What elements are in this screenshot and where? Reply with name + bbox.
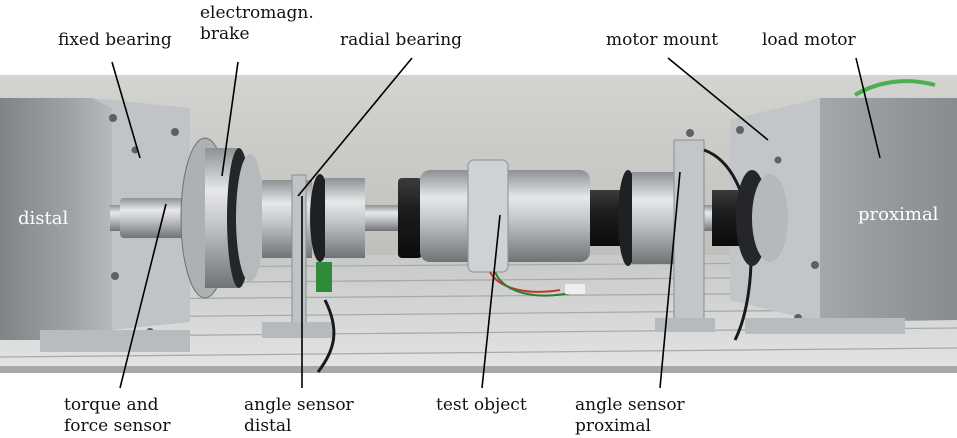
distal-block bbox=[0, 98, 112, 340]
label-angle-sensor-proximal-line1: angle sensor bbox=[575, 395, 685, 415]
test-object-connector bbox=[565, 284, 585, 294]
torque-force-sensor-body bbox=[120, 198, 190, 238]
proximal-coupling-body bbox=[632, 172, 676, 264]
motor-mount-base bbox=[655, 318, 715, 332]
label-angle-sensor-proximal-line2: proximal bbox=[575, 416, 651, 436]
label-electromagn-brake-line1: electromagn. bbox=[200, 3, 314, 23]
angle-sensor-distal-body bbox=[325, 178, 365, 258]
label-load-motor: load motor bbox=[762, 30, 856, 50]
load-motor-flange bbox=[752, 174, 788, 262]
test-object-collar bbox=[467, 159, 509, 273]
label-proximal: proximal bbox=[858, 204, 939, 225]
leader-load-motor bbox=[855, 57, 881, 159]
label-motor-mount: motor mount bbox=[606, 30, 719, 50]
label-angle-sensor-distal-line1: angle sensor bbox=[244, 395, 354, 415]
test-object-wire-green bbox=[494, 271, 576, 297]
brake-coupling bbox=[236, 154, 264, 282]
label-radial-bearing: radial bearing bbox=[340, 30, 463, 50]
leader-test-object bbox=[481, 214, 501, 389]
leader-motor-mount bbox=[667, 57, 769, 141]
leader-angle-sensor-proximal bbox=[659, 171, 681, 389]
label-distal: distal bbox=[18, 208, 69, 229]
test-object-left-clamp bbox=[398, 178, 422, 258]
label-test-object: test object bbox=[436, 395, 527, 415]
label-torque-force-line1: torque and bbox=[64, 395, 159, 415]
label-angle-sensor-distal-line2: distal bbox=[244, 416, 292, 436]
proximal-shaft-dark bbox=[590, 190, 622, 246]
motor-cable bbox=[853, 79, 936, 97]
label-electromagn-brake-line2: brake bbox=[200, 24, 250, 44]
radial-bearing-base bbox=[262, 322, 332, 338]
motor-mount-post bbox=[673, 139, 705, 326]
radial-bearing-post bbox=[291, 174, 307, 336]
leader-radial-bearing bbox=[297, 57, 413, 197]
table-edge bbox=[0, 366, 957, 373]
label-torque-force-line2: force sensor bbox=[64, 416, 171, 436]
leader-fixed-bearing bbox=[111, 61, 141, 159]
distal-base-plate bbox=[40, 330, 190, 352]
leader-brake bbox=[221, 61, 239, 177]
angle-sensor-distal-board bbox=[316, 262, 332, 292]
leader-torque-sensor bbox=[119, 203, 167, 389]
proximal-base-plate bbox=[745, 318, 905, 334]
leader-lines bbox=[111, 57, 881, 389]
distal-sensor-cable bbox=[316, 299, 336, 373]
label-fixed-bearing: fixed bearing bbox=[58, 30, 172, 50]
